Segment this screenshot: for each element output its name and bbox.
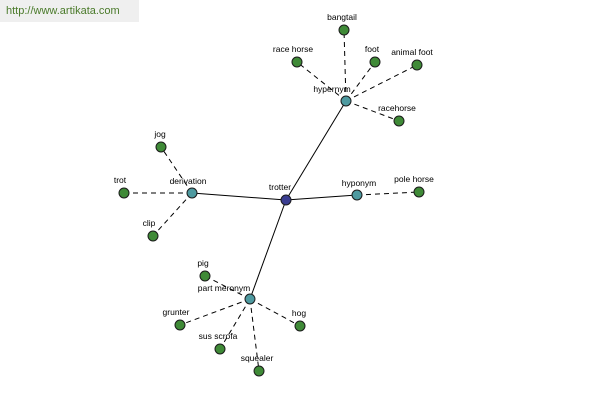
graph-edges	[124, 29, 420, 372]
edge-hypernym-race-horse	[296, 61, 347, 102]
label-jog[interactable]: jog	[153, 129, 166, 139]
node-jog[interactable]	[155, 141, 167, 153]
edge-part-meronym-sus-scrofa	[219, 298, 251, 350]
label-pig[interactable]: pig	[197, 258, 209, 268]
edge-hypernym-animal-foot	[345, 64, 418, 102]
label-racehorse[interactable]: racehorse	[378, 103, 416, 113]
node-pole-horse[interactable]	[413, 186, 425, 198]
label-trot[interactable]: trot	[114, 175, 127, 185]
node-trotter[interactable]	[280, 194, 292, 206]
edge-hypernym-foot	[345, 61, 376, 102]
edge-trotter-hypernym	[285, 100, 347, 201]
edge-derivation-clip	[152, 192, 193, 237]
node-animal-foot[interactable]	[411, 59, 423, 71]
edge-trotter-hyponym	[285, 194, 358, 201]
label-foot[interactable]: foot	[365, 44, 380, 54]
node-bangtail[interactable]	[338, 24, 350, 36]
label-hyponym[interactable]: hyponym	[342, 178, 377, 188]
node-squealer[interactable]	[253, 365, 265, 377]
edge-part-meronym-hog	[249, 298, 301, 327]
label-grunter[interactable]: grunter	[163, 307, 190, 317]
edge-trotter-part-meronym	[249, 199, 287, 300]
edge-trotter-derivation	[191, 192, 287, 201]
label-clip[interactable]: clip	[143, 218, 156, 228]
edge-hyponym-pole-horse	[356, 191, 420, 196]
label-bangtail[interactable]: bangtail	[327, 12, 357, 22]
node-foot[interactable]	[369, 56, 381, 68]
node-hypernym[interactable]	[340, 95, 352, 107]
label-hog[interactable]: hog	[292, 308, 306, 318]
node-hyponym[interactable]	[351, 189, 363, 201]
node-race-horse[interactable]	[291, 56, 303, 68]
label-race-horse[interactable]: race horse	[273, 44, 313, 54]
node-derivation[interactable]	[186, 187, 198, 199]
node-clip[interactable]	[147, 230, 159, 242]
label-squealer[interactable]: squealer	[241, 353, 274, 363]
edge-part-meronym-grunter	[179, 298, 251, 326]
label-part-meronym[interactable]: part meronym	[198, 283, 250, 293]
label-animal-foot[interactable]: animal foot	[391, 47, 433, 57]
site-url-link[interactable]: http://www.artikata.com	[0, 0, 139, 22]
graph-nodes	[118, 24, 425, 377]
node-trot[interactable]	[118, 187, 130, 199]
node-part-meronym[interactable]	[244, 293, 256, 305]
label-pole-horse[interactable]: pole horse	[394, 174, 434, 184]
edge-hypernym-racehorse	[345, 100, 400, 122]
label-trotter[interactable]: trotter	[269, 182, 291, 192]
edge-part-meronym-squealer	[249, 298, 260, 372]
graph-labels: trotter hypernym derivation hyponym part mer…	[114, 12, 434, 363]
node-sus-scrofa[interactable]	[214, 343, 226, 355]
label-sus-scrofa[interactable]: sus scrofa	[199, 331, 238, 341]
node-racehorse[interactable]	[393, 115, 405, 127]
edge-derivation-jog	[160, 146, 193, 194]
node-pig[interactable]	[199, 270, 211, 282]
label-derivation[interactable]: derivation	[170, 176, 207, 186]
label-hypernym[interactable]: hypernym	[313, 84, 350, 94]
edge-hypernym-bangtail	[343, 29, 347, 102]
node-hog[interactable]	[294, 320, 306, 332]
node-grunter[interactable]	[174, 319, 186, 331]
